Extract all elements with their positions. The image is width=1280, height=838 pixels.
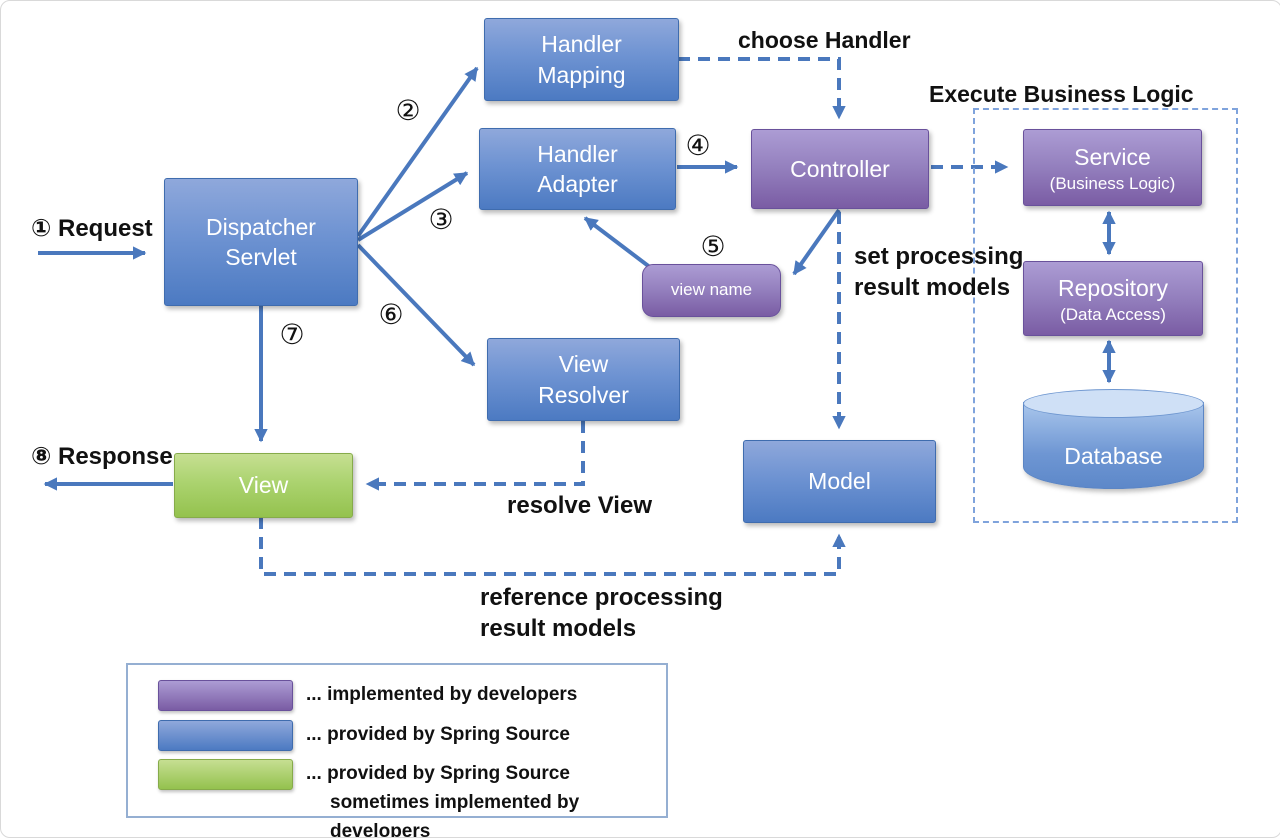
- controller-node: Controller: [751, 129, 929, 209]
- database-cylinder-top: [1023, 389, 1204, 418]
- dispatcher-servlet-node: Dispatcher Servlet: [164, 178, 358, 306]
- service-node: Service (Business Logic): [1023, 129, 1202, 206]
- repository-node: Repository (Data Access): [1023, 261, 1203, 336]
- arrow-viewname-to-handler-adapter: [583, 216, 653, 270]
- step-3-number: ③: [428, 203, 454, 235]
- arrow-viewresolver-to-view: [365, 421, 585, 491]
- arrow-controller-to-viewname: [792, 208, 841, 276]
- step-7-number: ⑦: [279, 318, 305, 350]
- service-subtitle: (Business Logic): [1049, 173, 1176, 193]
- repository-title: Repository: [1058, 274, 1168, 301]
- handler-mapping-node: Handler Mapping: [484, 18, 679, 101]
- step-2-number: ②: [395, 94, 421, 126]
- service-title: Service: [1074, 143, 1151, 170]
- legend-text-implemented-by-developers: ... implemented by developers: [306, 684, 578, 705]
- execute-business-logic-container: [973, 108, 1238, 523]
- arrow-choose-handler: [678, 57, 846, 120]
- choose-handler-label: choose Handler: [738, 27, 911, 53]
- step-5-number: ⑤: [700, 230, 726, 262]
- legend-text-green-line2: sometimes implemented by developers: [330, 792, 580, 838]
- legend-swatch-green: [158, 759, 293, 790]
- legend: ... implemented by developers ... provid…: [126, 663, 668, 837]
- legend-text-provided-sometimes-implemented: ... provided by Spring Source sometimes …: [306, 759, 666, 838]
- arrow-view-to-model: [259, 517, 846, 576]
- arrow-step6-to-view-resolver: [356, 243, 476, 367]
- view-name-node: view name: [642, 264, 781, 317]
- legend-swatch-blue: [158, 720, 293, 751]
- execute-business-logic-label: Execute Business Logic: [929, 81, 1194, 107]
- legend-text-provided-by-spring-source: ... provided by Spring Source: [306, 724, 570, 745]
- legend-swatch-purple: [158, 680, 293, 711]
- reference-processing-result-models-label: reference processing result models: [480, 584, 723, 643]
- repository-subtitle: (Data Access): [1060, 304, 1166, 324]
- set-processing-result-models-label: set processing result models: [854, 243, 1024, 302]
- handler-adapter-node: Handler Adapter: [479, 128, 676, 210]
- view-resolver-node: View Resolver: [487, 338, 680, 421]
- legend-text-green-line1: ... provided by Spring Source: [306, 763, 570, 784]
- request-label: ① Request: [31, 215, 153, 242]
- step-6-number: ⑥: [378, 298, 404, 330]
- response-label: ⑧ Response: [31, 443, 173, 470]
- step-4-number: ④: [685, 129, 711, 161]
- view-node: View: [174, 453, 353, 518]
- database-label: Database: [1064, 442, 1163, 469]
- resolve-view-label: resolve View: [507, 492, 652, 519]
- model-node: Model: [743, 440, 936, 523]
- database-cylinder: Database: [1023, 389, 1204, 489]
